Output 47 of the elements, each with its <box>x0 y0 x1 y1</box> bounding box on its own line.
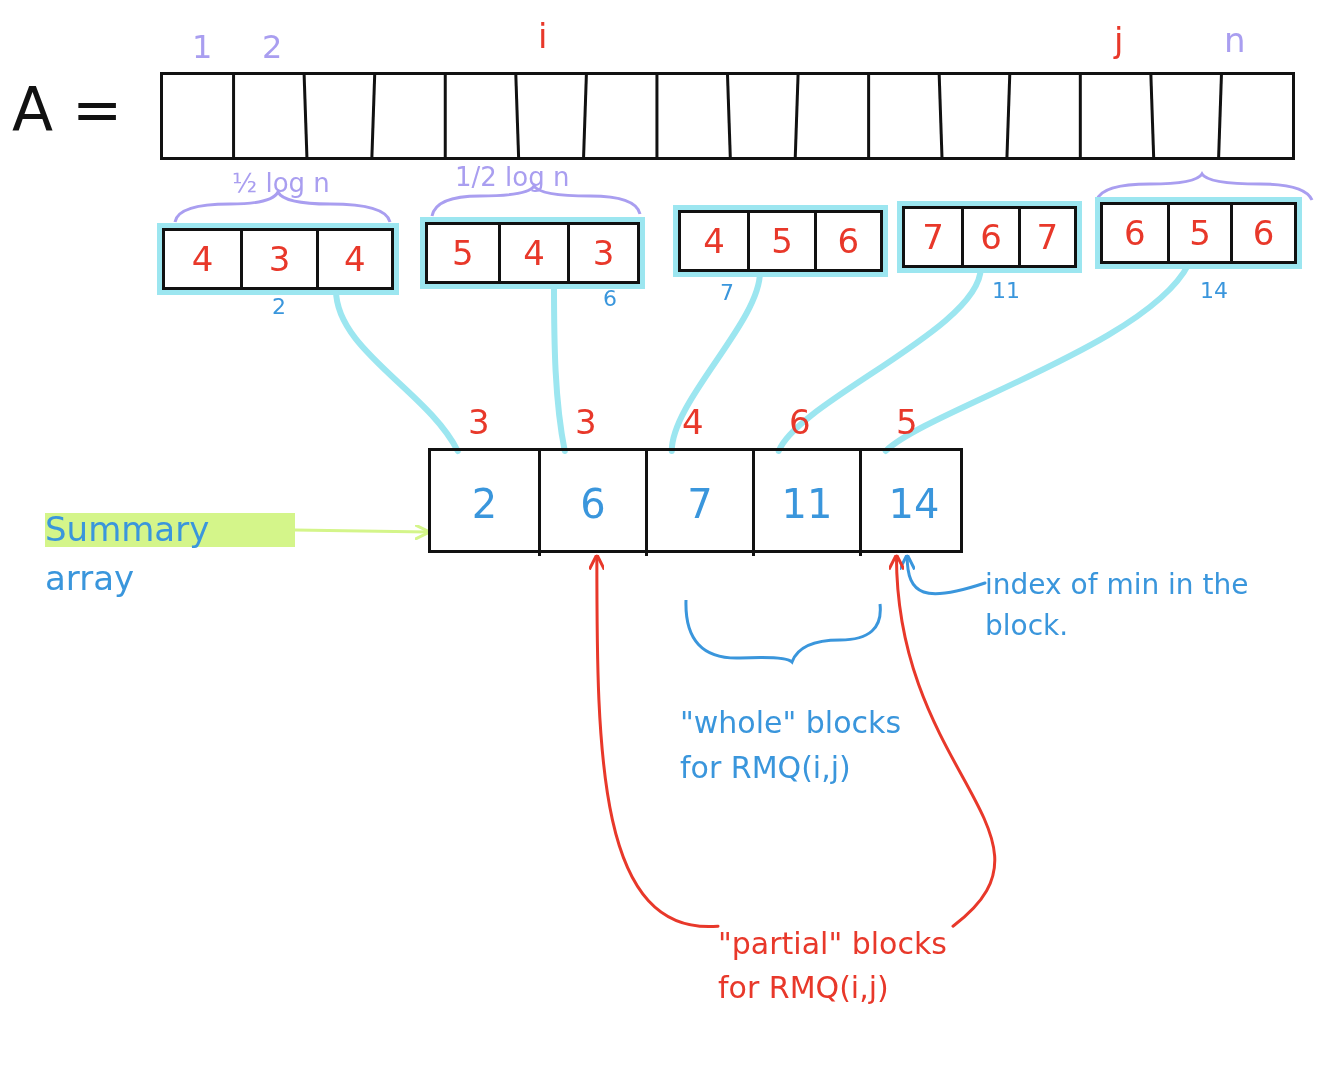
array-cell: 4 <box>315 231 391 287</box>
array-cell: 11 <box>752 451 859 556</box>
array-cell: 2 <box>431 451 538 556</box>
array-cell: 6 <box>1230 205 1294 261</box>
arrow <box>898 553 987 596</box>
index-label: 4 <box>682 402 704 442</box>
note-text: 1 <box>192 28 213 66</box>
array-cell-text: 5 <box>451 232 475 275</box>
note-text: "whole" blocks for RMQ(i,j) <box>680 704 903 787</box>
note-text: j <box>1114 20 1124 60</box>
index-label: 3 <box>575 402 597 442</box>
note-text: ½ log n <box>232 168 330 198</box>
array-box <box>160 72 1295 160</box>
arrow <box>888 553 997 928</box>
index-label: 14 <box>1200 278 1228 303</box>
index-label: 7 <box>720 280 734 305</box>
array-cell: 7 <box>645 451 752 556</box>
index-label: 2 <box>272 294 286 319</box>
note-text: i <box>538 16 548 56</box>
note-text: n <box>1224 20 1246 60</box>
array-name: A = <box>12 74 123 144</box>
array-cell-text: 4 <box>190 238 215 281</box>
array-cell: 5 <box>1166 205 1231 261</box>
array-cell: 6 <box>538 451 645 556</box>
array-cell-text: 6 <box>1123 212 1147 255</box>
array-box <box>428 448 963 553</box>
note-text: 2 <box>262 28 283 66</box>
array-cell-text: 7 <box>921 216 945 259</box>
index-label: 6 <box>603 286 617 311</box>
array-cell-text: 4 <box>702 220 726 263</box>
annotation-text: index of min in the block. <box>985 565 1305 655</box>
note-text: 1/2 log n <box>455 162 570 192</box>
array-cell: 6 <box>961 209 1018 265</box>
array-cell: 3 <box>240 231 316 287</box>
array-cell: 6 <box>813 213 880 269</box>
array-cell: 7 <box>1017 209 1074 265</box>
array-cell: 14 <box>859 451 966 556</box>
index-label: 3 <box>468 402 490 442</box>
index-label: 11 <box>992 278 1020 303</box>
array-cell: 4 <box>497 225 568 281</box>
index-label: 5 <box>896 402 918 442</box>
arrow <box>293 522 431 541</box>
array-cell: 3 <box>567 225 637 281</box>
index-label: 6 <box>789 402 811 442</box>
arrow <box>587 553 720 928</box>
annotation-text: "partial" blocks for RMQ(i,j) <box>718 922 953 1062</box>
array-cell: 5 <box>747 213 814 269</box>
